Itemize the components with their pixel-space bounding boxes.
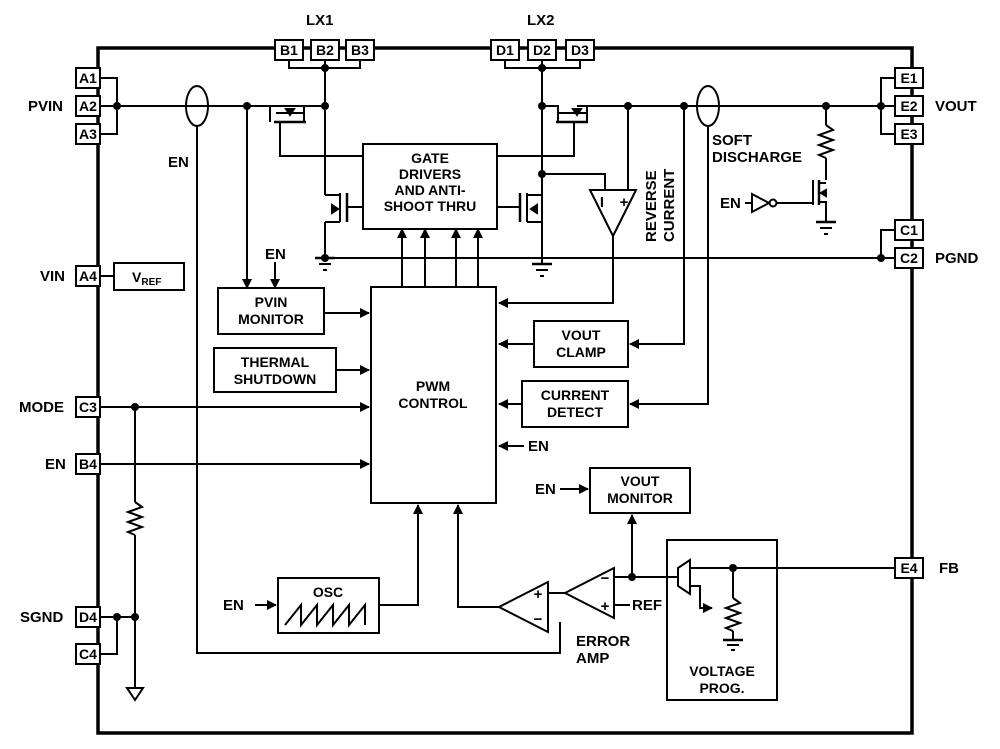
pin-b4: B4: [79, 456, 97, 472]
vref-label: VREF: [132, 269, 161, 288]
pin-d1: D1: [496, 42, 514, 58]
label-en-pin: EN: [45, 456, 66, 473]
label-en-pvin-monitor: EN: [265, 246, 286, 263]
label-pgnd: PGND: [935, 250, 979, 267]
label-reverse: REVERSE: [643, 170, 660, 242]
label-en-pwm: EN: [528, 438, 549, 455]
pin-d4: D4: [79, 609, 97, 625]
vout-monitor-line1: VOUT: [621, 473, 660, 489]
gate-drivers-line4: SHOOT THRU: [384, 198, 477, 214]
label-fb: FB: [939, 560, 959, 577]
pin-e4: E4: [900, 560, 917, 576]
pin-a2: A2: [79, 98, 97, 114]
pin-d2: D2: [533, 42, 551, 58]
gate-drivers-line3: AND ANTI-: [394, 182, 465, 198]
gate-drivers-line2: DRIVERS: [399, 166, 461, 182]
label-en-pvin-sense: EN: [168, 154, 189, 171]
label-lx1: LX1: [306, 12, 334, 29]
label-soft: SOFT: [712, 132, 752, 149]
label-en-osc: EN: [223, 597, 244, 614]
pin-c1: C1: [900, 222, 918, 238]
current-detect-line2: DETECT: [547, 404, 603, 420]
amp2-minus: −: [601, 570, 610, 587]
vout-clamp-line1: VOUT: [562, 327, 601, 343]
label-lx2: LX2: [527, 12, 555, 29]
pin-c2: C2: [900, 250, 918, 266]
label-en-vout-monitor: EN: [535, 481, 556, 498]
voltage-prog-block: [666, 539, 778, 701]
pin-b2: B2: [316, 42, 334, 58]
label-sgnd: SGND: [20, 609, 64, 626]
gate-drivers-line1: GATE: [411, 150, 449, 166]
pwm-line2: CONTROL: [398, 395, 468, 411]
gate-drivers-block: [362, 143, 498, 230]
thermal-line1: THERMAL: [241, 354, 310, 370]
error-amp-plus: +: [534, 586, 543, 603]
voltage-prog-line1: VOLTAGE: [689, 663, 755, 679]
thermal-line2: SHUTDOWN: [234, 371, 316, 387]
pwm-line1: PWM: [416, 378, 450, 394]
vout-monitor-line2: MONITOR: [607, 490, 673, 506]
pin-c4: C4: [79, 646, 97, 662]
error-amp-minus: −: [534, 611, 543, 628]
label-mode: MODE: [19, 399, 64, 416]
label-pvin: PVIN: [28, 98, 63, 115]
pin-a3: A3: [79, 126, 97, 142]
pvin-monitor-line2: MONITOR: [238, 311, 304, 327]
osc-label: OSC: [313, 584, 343, 600]
pin-e2: E2: [900, 98, 917, 114]
pvin-monitor-line1: PVIN: [255, 294, 288, 310]
pin-d3: D3: [571, 42, 589, 58]
comparator-plus: +: [620, 194, 629, 211]
pin-a1: A1: [79, 70, 97, 86]
label-amp: AMP: [576, 650, 609, 667]
pin-c3: C3: [79, 399, 97, 415]
label-error: ERROR: [576, 633, 630, 650]
vout-clamp-line2: CLAMP: [556, 344, 606, 360]
pwm-control-block: [370, 286, 497, 504]
label-discharge: DISCHARGE: [712, 149, 802, 166]
pin-e3: E3: [900, 126, 917, 142]
amp2-plus: +: [601, 598, 610, 615]
label-en-discharge: EN: [720, 195, 741, 212]
comparator-i-symbol: I: [600, 194, 604, 211]
label-vin: VIN: [40, 268, 65, 285]
pin-b3: B3: [351, 42, 369, 58]
voltage-prog-line2: PROG.: [699, 680, 744, 696]
vout-monitor-block: [589, 467, 691, 514]
label-ref: REF: [632, 597, 662, 614]
pin-b1: B1: [280, 42, 298, 58]
label-vout: VOUT: [935, 98, 977, 115]
label-current: CURRENT: [661, 169, 678, 242]
pin-e1: E1: [900, 70, 917, 86]
pin-a4: A4: [79, 268, 97, 284]
current-detect-line1: CURRENT: [541, 387, 610, 403]
